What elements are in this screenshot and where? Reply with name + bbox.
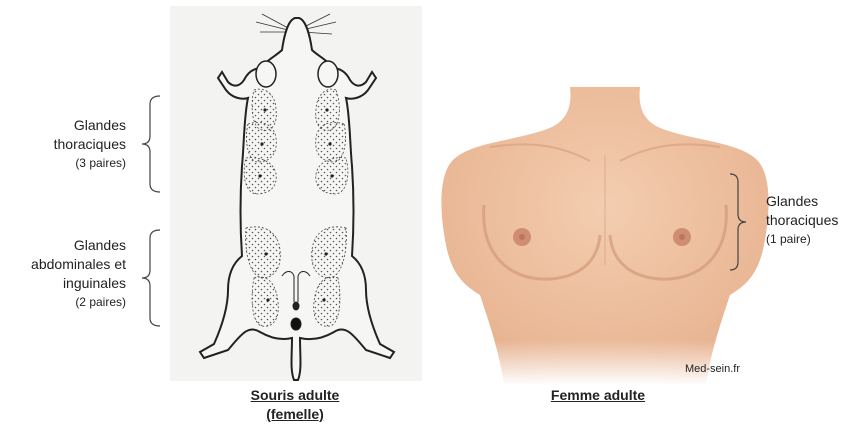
woman-caption: Femme adulte <box>528 386 668 405</box>
woman-thoracic-glands-label: Glandes thoraciques (1 paire) <box>766 192 856 249</box>
woman-illustration <box>440 85 770 385</box>
mouse-ear-right <box>318 61 338 87</box>
image-credit: Med-sein.fr <box>685 363 740 375</box>
label-line: Glandes <box>10 236 126 255</box>
mouse-caption-line1: Souris adulte <box>220 386 370 405</box>
abdominal-inguinal-glands-label: Glandes abdominales et inguinales (2 pai… <box>10 236 126 312</box>
label-line: inguinales <box>10 274 126 293</box>
label-line: abdominales et <box>10 255 126 274</box>
label-line: Glandes <box>40 116 126 135</box>
abdominal-brace <box>142 230 160 326</box>
label-count: (2 paires) <box>10 293 126 312</box>
label-count: (1 paire) <box>766 230 856 249</box>
mouse-ear-left <box>256 61 276 87</box>
mouse-caption-line2: (femelle) <box>220 405 370 424</box>
thoracic-glands-label: Glandes thoraciques (3 paires) <box>40 116 126 173</box>
label-line: thoraciques <box>40 135 126 154</box>
woman-torso-drawing <box>440 85 770 385</box>
right-brace <box>726 172 756 276</box>
label-line: thoraciques <box>766 211 856 230</box>
mouse-caption: Souris adulte (femelle) <box>220 386 370 424</box>
mouse-drawing <box>170 6 422 381</box>
label-count: (3 paires) <box>40 154 126 173</box>
label-line: Glandes <box>766 192 856 211</box>
mouse-illustration <box>170 6 422 381</box>
thoracic-brace <box>142 96 160 192</box>
left-braces <box>128 92 168 332</box>
